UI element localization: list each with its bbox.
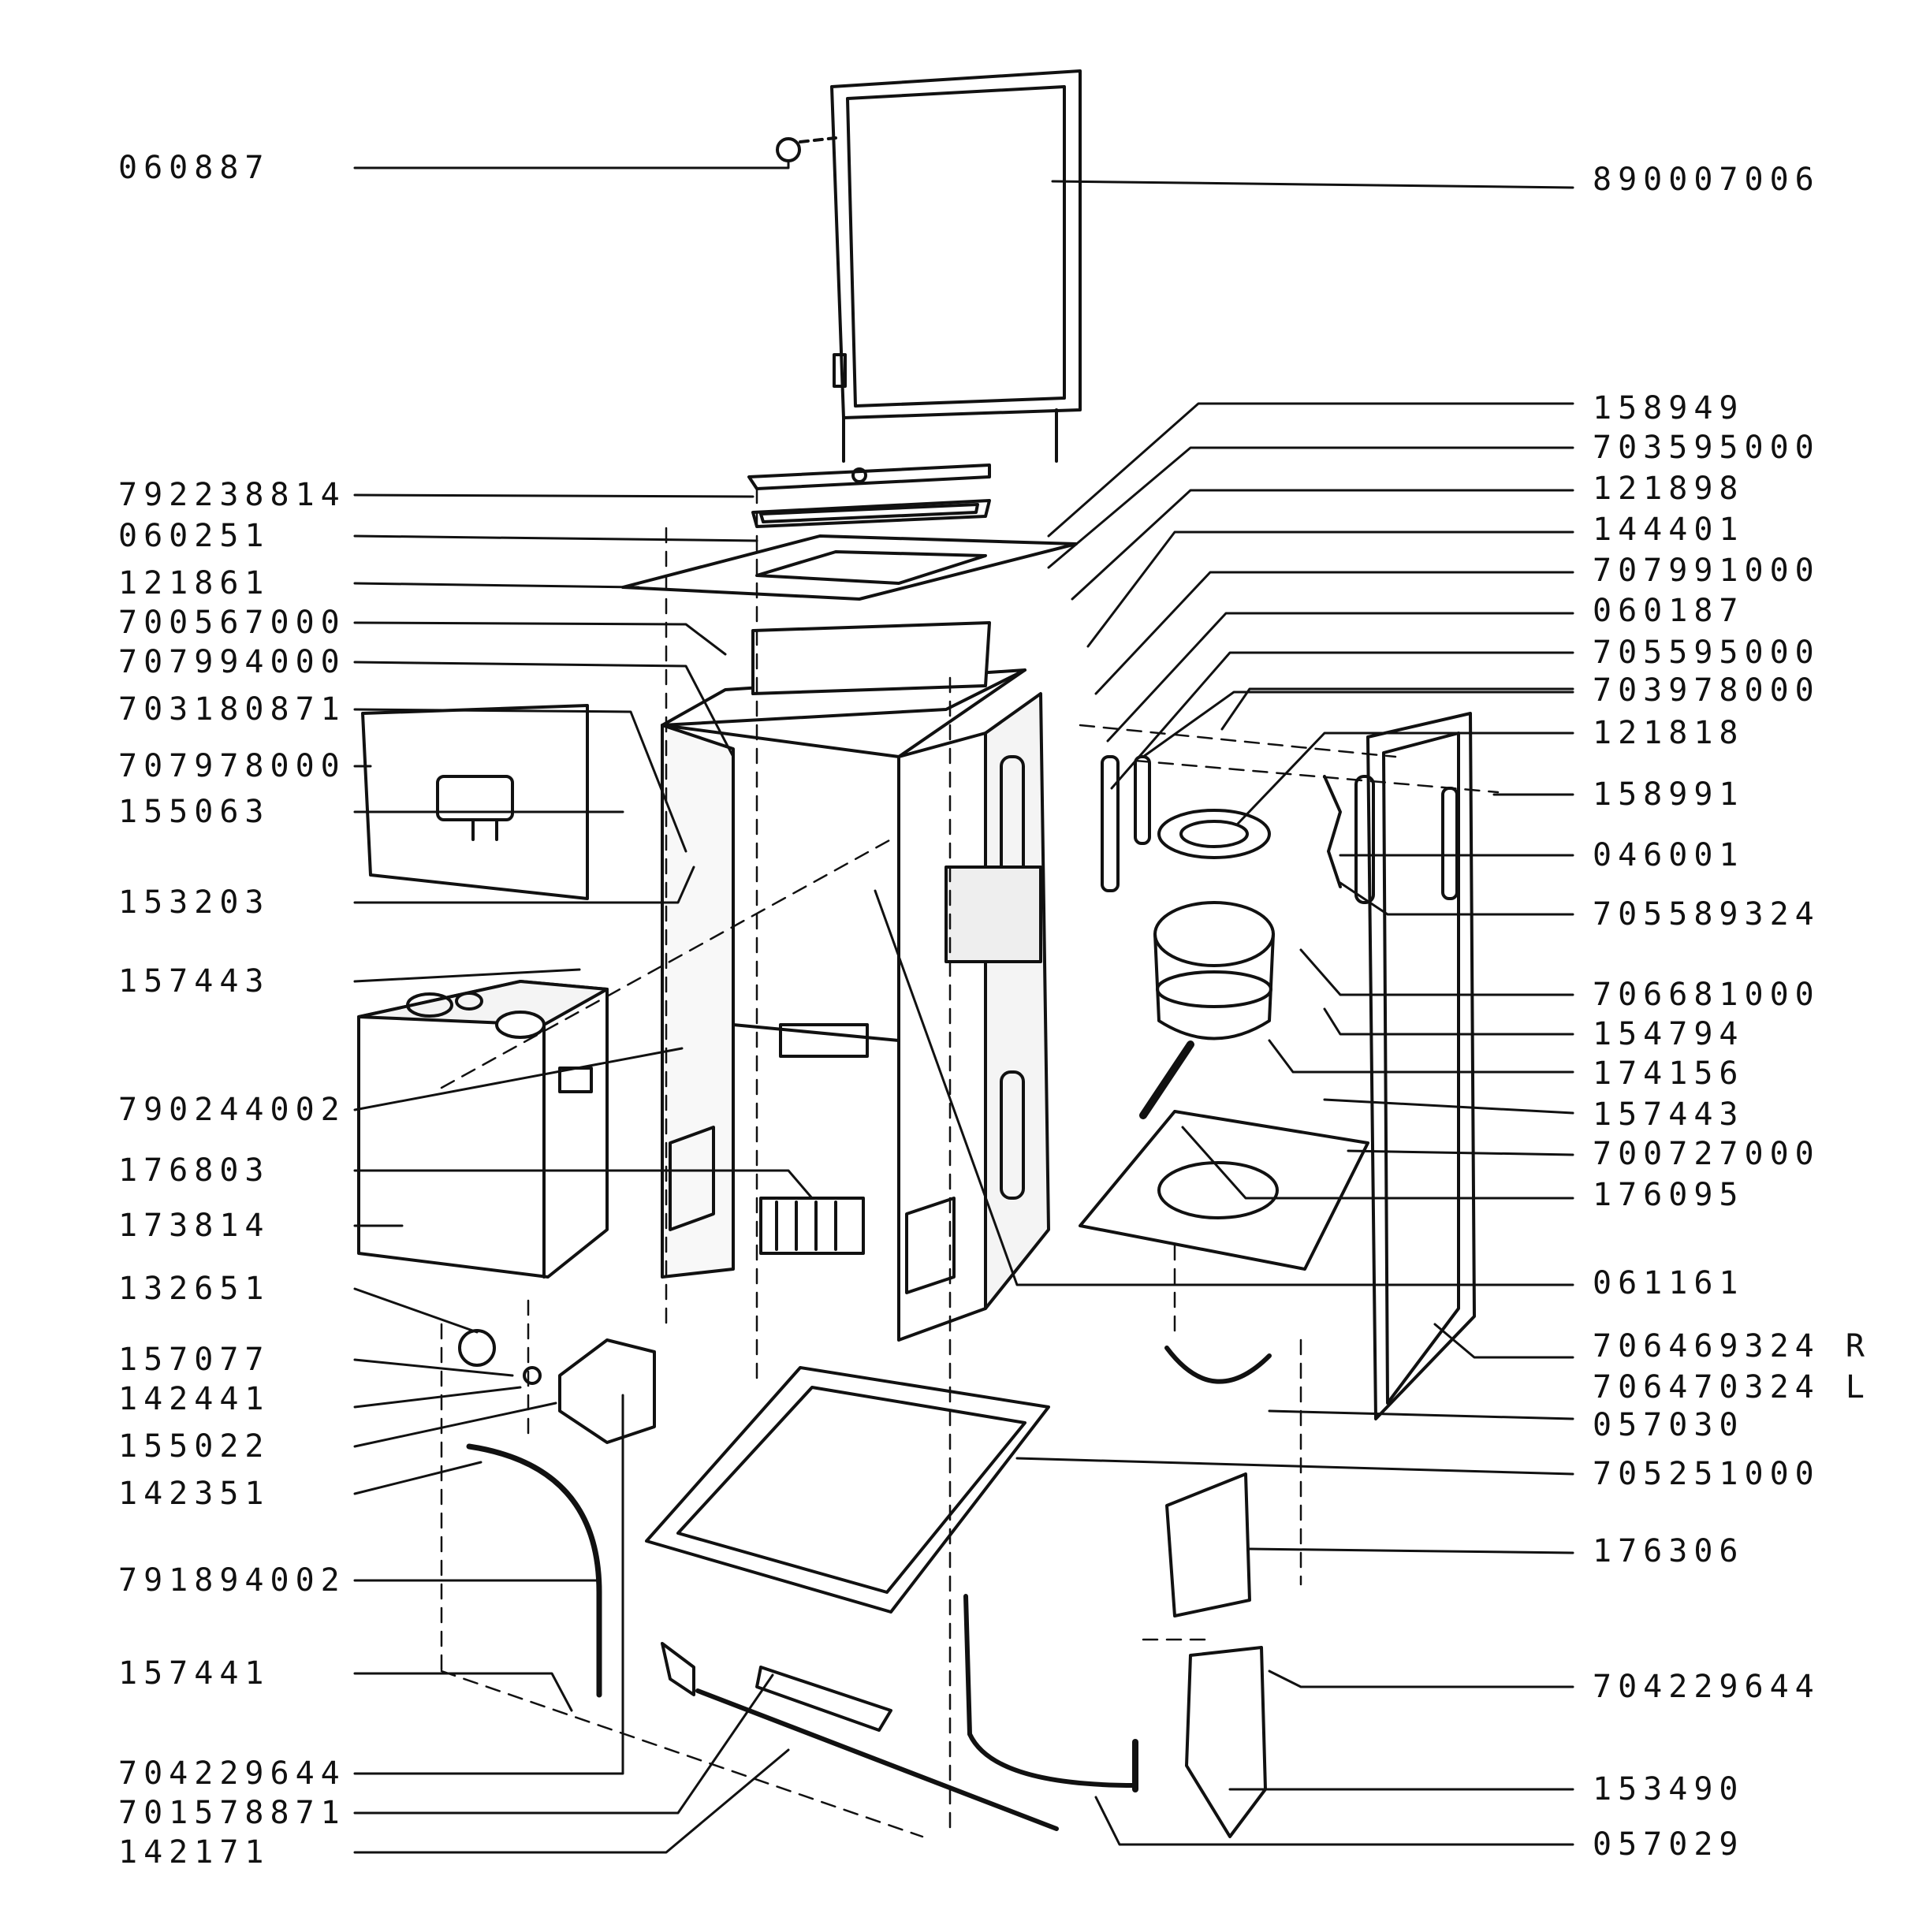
right-leader-lines	[874, 180, 1574, 1846]
bottom-frame	[645, 1366, 1050, 1614]
part-number-label: 142171	[118, 1834, 270, 1871]
part-number-label: 790244002	[118, 1092, 346, 1128]
water-tank	[357, 980, 609, 1279]
part-number-label: 176095	[1593, 1177, 1745, 1213]
part-number-label: 707991000	[1593, 553, 1820, 589]
assembly-dash-lines	[440, 487, 1500, 1838]
lower-right-parts	[1132, 1346, 1272, 1838]
part-number-label: 792238814	[118, 477, 346, 513]
part-number-label: 060187	[1593, 593, 1745, 629]
part-number-label: 703978000	[1593, 672, 1820, 709]
part-number-label: 704229644	[1593, 1669, 1820, 1705]
part-number-label: 153490	[1593, 1771, 1745, 1807]
part-number-label: 176803	[118, 1152, 270, 1189]
part-number-label: 060251	[118, 518, 270, 554]
part-number-label: 142441	[118, 1381, 270, 1417]
hob-plates	[621, 463, 1078, 601]
knob-part	[776, 136, 837, 162]
part-number-label: 144401	[1593, 512, 1745, 548]
part-number-label: 158949	[1593, 390, 1745, 426]
part-number-label: 121818	[1593, 715, 1745, 751]
cabinet-body	[661, 621, 1050, 1342]
part-number-label: 132651	[118, 1271, 270, 1307]
part-number-label: 705595000	[1593, 635, 1820, 671]
heater-drum	[1139, 901, 1275, 1119]
part-number-label: 890007006	[1593, 162, 1820, 198]
left-leader-lines	[353, 160, 814, 1854]
part-number-label: 061161	[1593, 1265, 1745, 1301]
part-number-label: 121898	[1593, 471, 1745, 507]
part-number-label: 157441	[118, 1655, 270, 1692]
part-number-label: 707978000	[118, 748, 346, 784]
part-number-label: 158991	[1593, 776, 1745, 813]
rear-panel	[361, 704, 589, 900]
part-number-label: 176306	[1593, 1533, 1745, 1569]
part-number-label: 157443	[118, 963, 270, 1000]
part-number-label: 060887	[118, 150, 270, 186]
part-number-label: 142351	[118, 1476, 270, 1512]
part-number-label: 155063	[118, 794, 270, 830]
part-number-label: 791894002	[118, 1562, 346, 1599]
part-number-label: 706469324 R	[1593, 1328, 1871, 1364]
part-number-label: 703595000	[1593, 430, 1820, 466]
part-number-label: 707994000	[118, 644, 346, 680]
part-number-label: 706470324 L	[1593, 1369, 1871, 1405]
gasket-ring	[1157, 809, 1271, 859]
bottom-rails	[661, 1594, 1138, 1831]
relay-block	[759, 1197, 865, 1255]
part-number-label: 046001	[1593, 837, 1745, 873]
base-tray	[1079, 1110, 1369, 1271]
part-number-label: 121861	[118, 565, 270, 601]
part-number-label: 173814	[118, 1208, 270, 1244]
part-number-label: 155022	[118, 1428, 270, 1465]
part-number-label: 700727000	[1593, 1136, 1820, 1172]
part-number-label: 701578871	[118, 1795, 346, 1831]
side-panel	[1354, 712, 1476, 1420]
part-number-label: 157077	[118, 1342, 270, 1378]
part-number-label: 706681000	[1593, 977, 1820, 1013]
thermostat-bracket	[458, 1329, 656, 1698]
part-number-label: 700567000	[118, 605, 346, 641]
part-number-label: 153203	[118, 884, 270, 921]
door-frame	[830, 69, 1082, 463]
part-number-label: 705589324	[1593, 896, 1820, 932]
part-number-label: 057029	[1593, 1826, 1745, 1863]
part-number-label: 154794	[1593, 1016, 1745, 1052]
part-number-label: 157443	[1593, 1096, 1745, 1133]
part-number-label: 704229644	[118, 1755, 346, 1792]
part-number-label: 705251000	[1593, 1456, 1820, 1492]
part-number-label: 703180871	[118, 691, 346, 728]
part-number-label: 057030	[1593, 1407, 1745, 1443]
part-number-label: 174156	[1593, 1055, 1745, 1092]
